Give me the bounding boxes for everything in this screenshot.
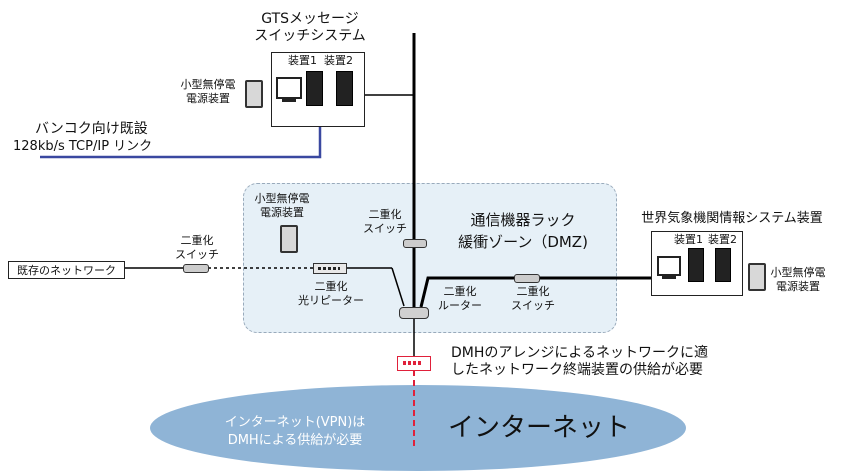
router-label-line2: ルーター [438,299,482,312]
switch-right-label-line2: スイッチ [511,299,555,312]
router-wis-link [419,276,651,308]
switch-top[interactable] [403,239,427,248]
ups-wis-label-line2: 電源装置 [776,280,820,293]
monitor-icon [657,256,681,276]
monitor-icon [276,77,302,99]
gts-title-line1: GTSメッセージ [261,11,359,27]
ups-gts-label-line1: 小型無停電 [180,78,236,91]
monitor-stand-icon [662,276,676,279]
repeater-label-line1: 二重化 [314,280,348,293]
switch-left[interactable] [183,264,209,273]
server-icon [688,248,704,282]
ups-icon [748,263,766,291]
dmz-title-line1: 通信機器ラック [470,211,576,229]
switch-top-label-line2: スイッチ [363,222,407,235]
dmh-note-line1: DMHのアレンジによるネットワークに適 [451,345,708,361]
ups-wis-label-line1: 小型無停電 [770,266,826,279]
ups-icon [245,80,263,108]
bangkok-label-line1: バンコク向け既設 [35,121,148,137]
existing-network-box[interactable]: 既存のネットワーク [8,261,125,279]
gts-system-box[interactable]: 装置1 装置2 [271,52,365,127]
network-terminal-device[interactable] [397,356,431,371]
port-dots-icon [403,361,423,365]
switch-right-label-line1: 二重化 [516,285,550,298]
gts-device1-label: 装置1 [288,54,317,67]
repeater-label-line2: 光リピーター [298,294,364,307]
wis-system-box[interactable]: 装置1 装置2 [651,231,743,296]
dmh-note-line2: したネットワーク終端装置の供給が必要 [451,362,703,378]
internet-vpn-note-line1: インターネット(VPN)は [224,415,366,430]
ups-gts-label-line2: 電源装置 [186,92,230,105]
ups-dmz-label-line1: 小型無停電 [254,192,310,205]
switch-right[interactable] [514,274,540,283]
optical-repeater[interactable] [313,263,347,274]
internet-cloud [150,385,686,471]
switch-left-label-line1: 二重化 [180,234,214,247]
router[interactable] [399,307,429,319]
port-dots-icon [318,267,340,270]
dmz-title-line2: 緩衝ゾーン（DMZ) [458,233,588,251]
switch-left-label-line2: スイッチ [175,248,219,261]
dmz-zone [243,183,617,333]
bangkok-label-line2: 128kb/s TCP/IP リンク [13,139,153,154]
bangkok-link [40,126,322,159]
wis-title: 世界気象機関情報システム装置 [641,211,823,226]
gts-device2-label: 装置2 [324,54,353,67]
router-label-line1: 二重化 [443,285,477,298]
server-icon [715,248,731,282]
monitor-stand-icon [282,99,296,102]
existing-network-label: 既存のネットワーク [17,264,116,277]
ups-icon [280,225,298,253]
repeater-router-drop [391,267,405,307]
wis-device1-label: 装置1 [674,233,703,246]
server-icon [306,71,323,106]
server-icon [336,71,353,106]
ups-dmz-label-line2: 電源装置 [260,206,304,219]
internet-label: インターネット [448,413,631,443]
internet-vpn-note-line2: DMHによる供給が必要 [227,433,363,448]
switch-top-label-line1: 二重化 [368,208,402,221]
wis-device2-label: 装置2 [708,233,737,246]
gts-title-line2: スイッチシステム [254,28,366,44]
